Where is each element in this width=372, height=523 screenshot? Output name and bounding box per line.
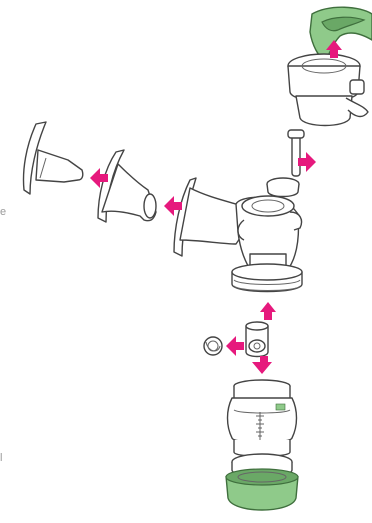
arrow-left-insert	[90, 168, 108, 188]
connector-ring	[231, 263, 303, 293]
valve-ring	[203, 336, 223, 356]
piston-stem	[266, 129, 305, 198]
small-valve	[245, 321, 269, 358]
valve-housing	[287, 53, 369, 127]
breast-shield-outer	[22, 121, 84, 195]
arrow-left-ring	[226, 336, 244, 356]
arrow-left-shield	[164, 196, 182, 216]
lid-cap	[309, 6, 372, 61]
edge-text-fragment-2: l	[0, 452, 3, 464]
arrow-down-bottle	[252, 356, 272, 374]
edge-text-fragment-1: e	[0, 206, 7, 218]
arrow-right-stem	[298, 152, 316, 172]
pump-body	[173, 177, 303, 273]
arrow-up-lid	[326, 40, 342, 58]
bottle	[226, 379, 298, 458]
breast-shield-insert	[97, 149, 157, 223]
arrow-up-connector	[260, 302, 276, 320]
bottle-base	[225, 468, 299, 511]
